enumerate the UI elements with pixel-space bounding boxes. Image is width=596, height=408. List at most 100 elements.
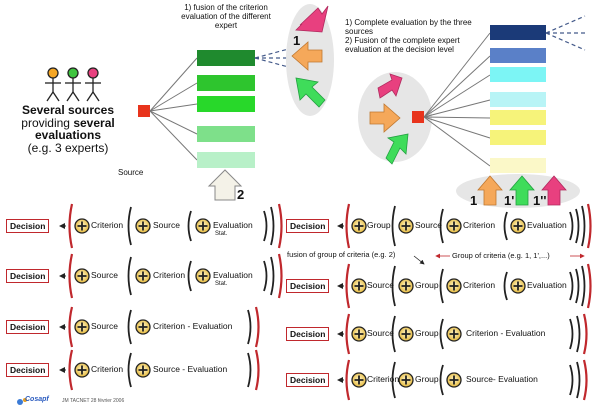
orange-arrow-right bbox=[369, 103, 401, 133]
source-node bbox=[138, 105, 150, 117]
open-paren bbox=[68, 203, 74, 249]
oplus-cross bbox=[401, 329, 411, 339]
open-paren bbox=[345, 203, 351, 249]
open-paren bbox=[439, 318, 444, 350]
close-paren bbox=[569, 318, 574, 350]
formula-term: Evaluation bbox=[213, 270, 253, 280]
step1-marker: 1 bbox=[293, 33, 301, 48]
footer-credit: JM TACNET 28 février 2006 bbox=[62, 398, 125, 404]
decision-box: Decision bbox=[6, 269, 50, 283]
oplus-cross bbox=[354, 375, 364, 385]
decision-box: Decision bbox=[286, 373, 330, 387]
close-paren bbox=[254, 349, 260, 391]
dashed-link-right bbox=[545, 15, 586, 51]
formula-term: Source bbox=[415, 220, 442, 230]
open-paren bbox=[439, 268, 444, 304]
criterion-bar-3 bbox=[197, 96, 255, 112]
close-paren bbox=[569, 211, 574, 241]
footer-logo-mark bbox=[17, 398, 27, 405]
oplus-cross bbox=[449, 221, 459, 231]
formula-term: Group bbox=[415, 374, 439, 384]
close-paren bbox=[575, 208, 580, 244]
right-marker-1: 1 bbox=[470, 193, 478, 208]
oplus-cross bbox=[354, 281, 364, 291]
step1-note-line: evaluation of the different bbox=[181, 12, 271, 21]
open-paren bbox=[391, 205, 396, 247]
open-paren bbox=[127, 352, 132, 388]
formula-term: Criterion bbox=[463, 280, 496, 290]
green-up-arrow bbox=[509, 175, 535, 206]
decision-node bbox=[412, 111, 424, 123]
close-paren bbox=[581, 265, 586, 307]
dashed-link-left bbox=[254, 47, 293, 69]
left-caption: Several sources providing several evalua… bbox=[8, 104, 128, 154]
up-arrow-2 bbox=[207, 169, 243, 201]
formula-term: Criterion bbox=[91, 220, 124, 230]
expert-arrows-ellipse bbox=[286, 4, 334, 116]
oplus-cross bbox=[401, 221, 411, 231]
open-paren bbox=[345, 359, 351, 401]
caption-line-4: (e.g. 3 experts) bbox=[27, 140, 109, 155]
close-paren bbox=[247, 352, 252, 388]
formula-term: Criterion bbox=[91, 364, 124, 374]
criterion-bar-2 bbox=[197, 75, 255, 91]
open-paren bbox=[127, 309, 132, 345]
pink-arrow bbox=[295, 5, 329, 33]
close-paren bbox=[277, 203, 283, 249]
experts-figures bbox=[45, 67, 101, 102]
close-paren bbox=[586, 263, 592, 309]
note-fusion-group: fusion of group of criteria (e.g. 2) bbox=[287, 250, 396, 259]
close-paren bbox=[582, 313, 588, 355]
close-paren bbox=[576, 361, 581, 399]
note-arrows bbox=[413, 253, 585, 265]
expert-bar-1 bbox=[490, 25, 546, 40]
open-paren bbox=[68, 253, 74, 299]
orange-arrow bbox=[291, 41, 323, 71]
open-paren bbox=[391, 265, 396, 307]
decision-box: Decision bbox=[286, 279, 330, 293]
step1-note-line: 1) fusion of the criterion bbox=[184, 3, 268, 12]
formula-term: Group bbox=[415, 280, 439, 290]
formula-term: Group bbox=[367, 220, 391, 230]
oplus-cross bbox=[449, 281, 459, 291]
tree-edges-right bbox=[423, 32, 491, 167]
decision-box: Decision bbox=[6, 219, 50, 233]
pink-arrow-right bbox=[377, 73, 403, 99]
source-tree-left bbox=[138, 47, 293, 201]
right-marker-2: 1' bbox=[504, 193, 515, 208]
note-group-criteria: Group of criteria (e.g. 1, 1',...) bbox=[452, 251, 550, 260]
pink-up-arrow bbox=[541, 175, 567, 206]
close-paren bbox=[569, 364, 574, 396]
close-paren bbox=[263, 210, 268, 242]
source-label: Source bbox=[118, 168, 144, 177]
close-paren bbox=[277, 253, 283, 299]
open-paren bbox=[345, 263, 351, 309]
close-paren bbox=[263, 260, 268, 292]
tree-edges-left bbox=[149, 57, 198, 161]
formula-term: Evaluation bbox=[527, 280, 567, 290]
formula-term: Criterion bbox=[153, 270, 186, 280]
oplus-cross bbox=[513, 221, 523, 231]
right-note: 1) Complete evaluation by the three sour… bbox=[345, 18, 472, 54]
close-paren bbox=[581, 205, 586, 247]
orange-up-arrow bbox=[477, 175, 503, 206]
expert-figure-orange bbox=[45, 67, 61, 102]
green-arrow-right bbox=[385, 133, 409, 165]
oplus-cross bbox=[449, 375, 459, 385]
oplus-cross bbox=[77, 365, 87, 375]
open-paren bbox=[439, 364, 444, 396]
oplus-cross bbox=[449, 329, 459, 339]
open-paren bbox=[187, 260, 192, 292]
formula-term: Criterion - Evaluation bbox=[466, 328, 546, 338]
close-paren bbox=[270, 206, 275, 246]
expert-figure-pink bbox=[85, 67, 101, 102]
right-note-line: 1) Complete evaluation by the three bbox=[345, 18, 472, 27]
caption-line-2: providing several bbox=[21, 115, 115, 130]
oplus-cross bbox=[513, 281, 523, 291]
open-paren bbox=[127, 206, 132, 246]
step1-note: 1) fusion of the criterion evaluation of… bbox=[166, 3, 286, 30]
right-note-line: 2) Fusion of the complete expert bbox=[345, 36, 460, 45]
open-paren bbox=[345, 313, 351, 355]
close-paren bbox=[247, 309, 252, 345]
